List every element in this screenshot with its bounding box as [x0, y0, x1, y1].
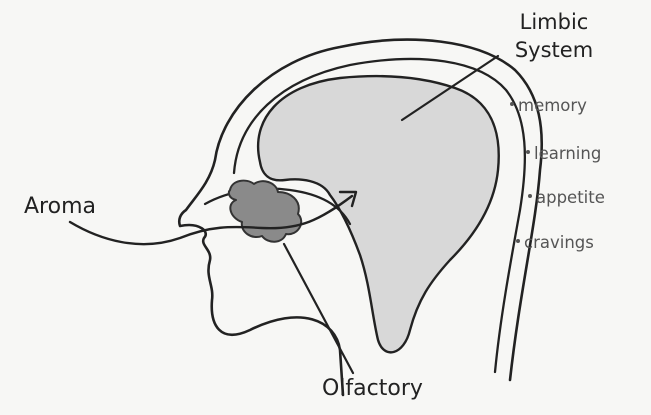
function-item-learning: learning [526, 146, 601, 163]
function-label: cravings [524, 233, 594, 252]
function-label: memory [518, 96, 587, 115]
function-label: learning [534, 144, 601, 163]
function-label: appetite [536, 188, 605, 207]
limbic-label-line1: Limbic [494, 10, 614, 34]
function-item-appetite: appetite [528, 190, 605, 207]
bullet-icon [528, 194, 532, 198]
function-item-cravings: cravings [516, 235, 594, 252]
bullet-icon [526, 150, 530, 154]
limbic-label-line2: System [494, 38, 614, 62]
aroma-pathway-line [70, 196, 352, 244]
olfactory-leader-line [284, 244, 353, 373]
bullet-icon [516, 239, 520, 243]
aroma-label: Aroma [24, 196, 96, 218]
function-item-memory: memory [510, 98, 587, 115]
olfactory-label: Olfactory [322, 378, 423, 400]
limbic-system-label: Limbic System [494, 10, 614, 62]
bullet-icon [510, 102, 514, 106]
